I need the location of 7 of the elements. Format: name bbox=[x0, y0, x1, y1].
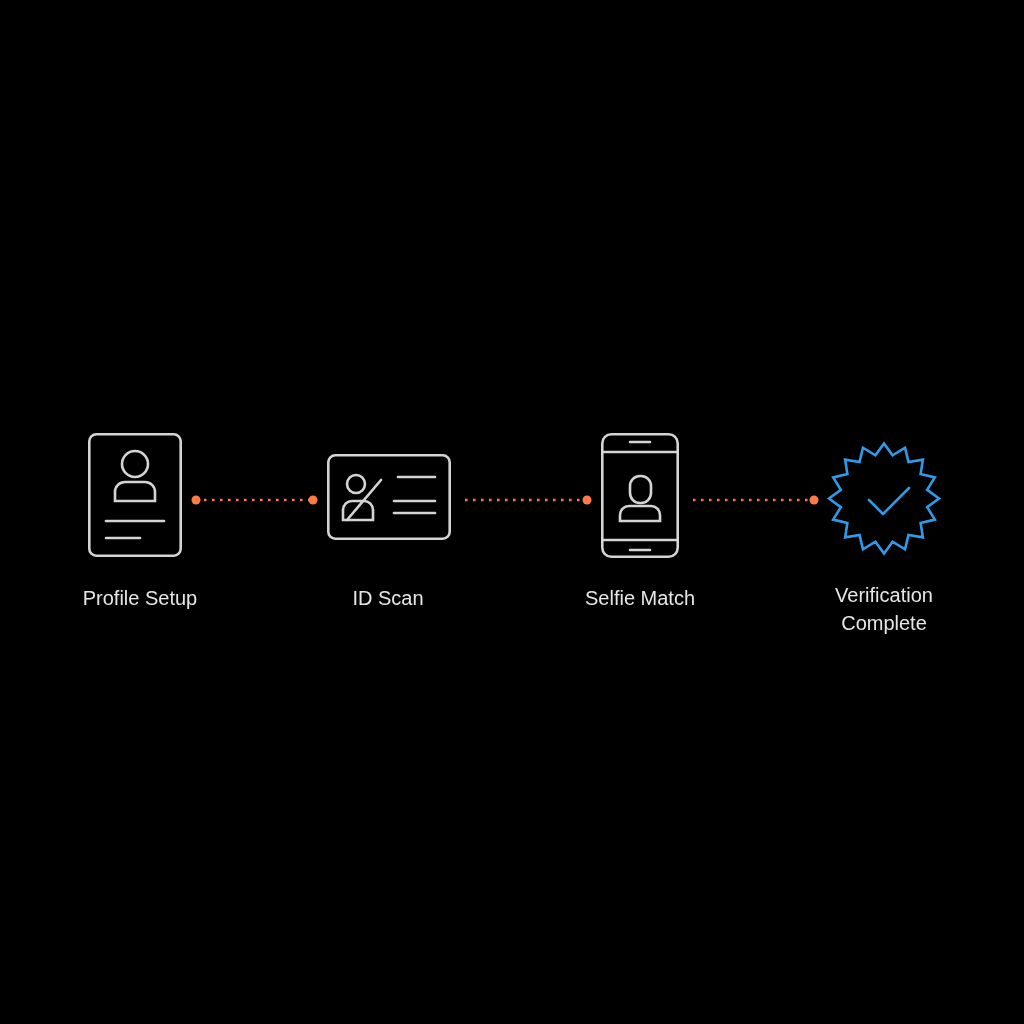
dotted-connector bbox=[465, 495, 592, 505]
step-label: Selfie Match bbox=[583, 586, 697, 611]
dotted-connector bbox=[191, 495, 318, 505]
step-label: ID Scan bbox=[351, 586, 425, 611]
step-label: Profile Setup bbox=[81, 586, 199, 611]
dotted-connector bbox=[693, 495, 819, 505]
step-label: Verification Complete bbox=[834, 583, 934, 636]
